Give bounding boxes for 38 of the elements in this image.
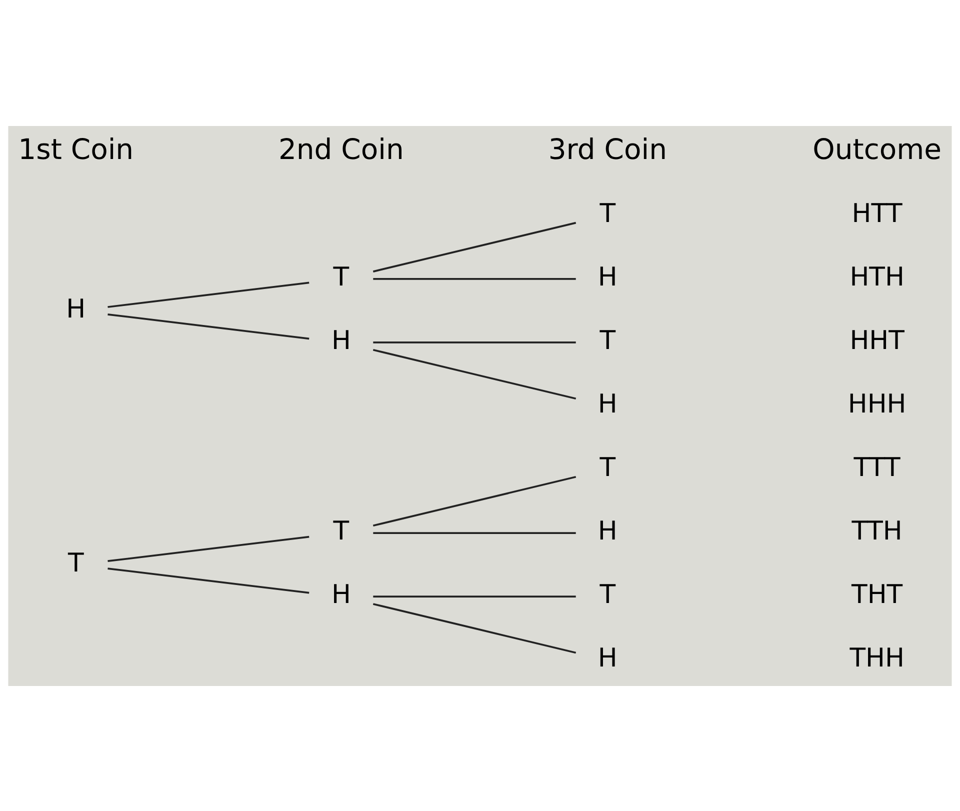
label: THH [850,643,904,674]
connector [108,567,310,594]
label: Outcome [812,132,942,166]
node-text: H [598,643,618,674]
connector [108,535,310,562]
node-text: H [331,326,351,356]
connector [372,475,576,526]
connector [372,221,576,272]
node-text: H [598,516,618,546]
node-text: T [600,326,616,356]
connector [373,278,576,280]
node-text: T [600,580,616,610]
label: THT [852,580,903,610]
label: HHT [850,326,904,356]
node-text: H [598,389,618,420]
connector [373,595,576,598]
connector [372,602,576,654]
node-text: T [600,452,616,483]
node-text: T [68,548,84,578]
label: TTH [852,516,902,546]
node-text: H [331,580,351,610]
label: HHH [848,389,906,420]
connector [108,281,310,308]
label: 3rd Coin [548,132,667,166]
node-text: H [598,262,618,292]
connector [372,348,576,400]
node-text: T [333,262,350,292]
label: TTT [854,452,900,483]
label: HTH [850,262,904,292]
connector [373,341,576,343]
connector [373,532,576,534]
connector [108,312,310,340]
node-text: T [333,516,350,546]
label: 1st Coin [18,132,134,166]
label: 2nd Coin [278,132,404,166]
node-text: T [600,198,616,228]
node-text: H [66,294,86,324]
label: HTT [852,198,902,228]
